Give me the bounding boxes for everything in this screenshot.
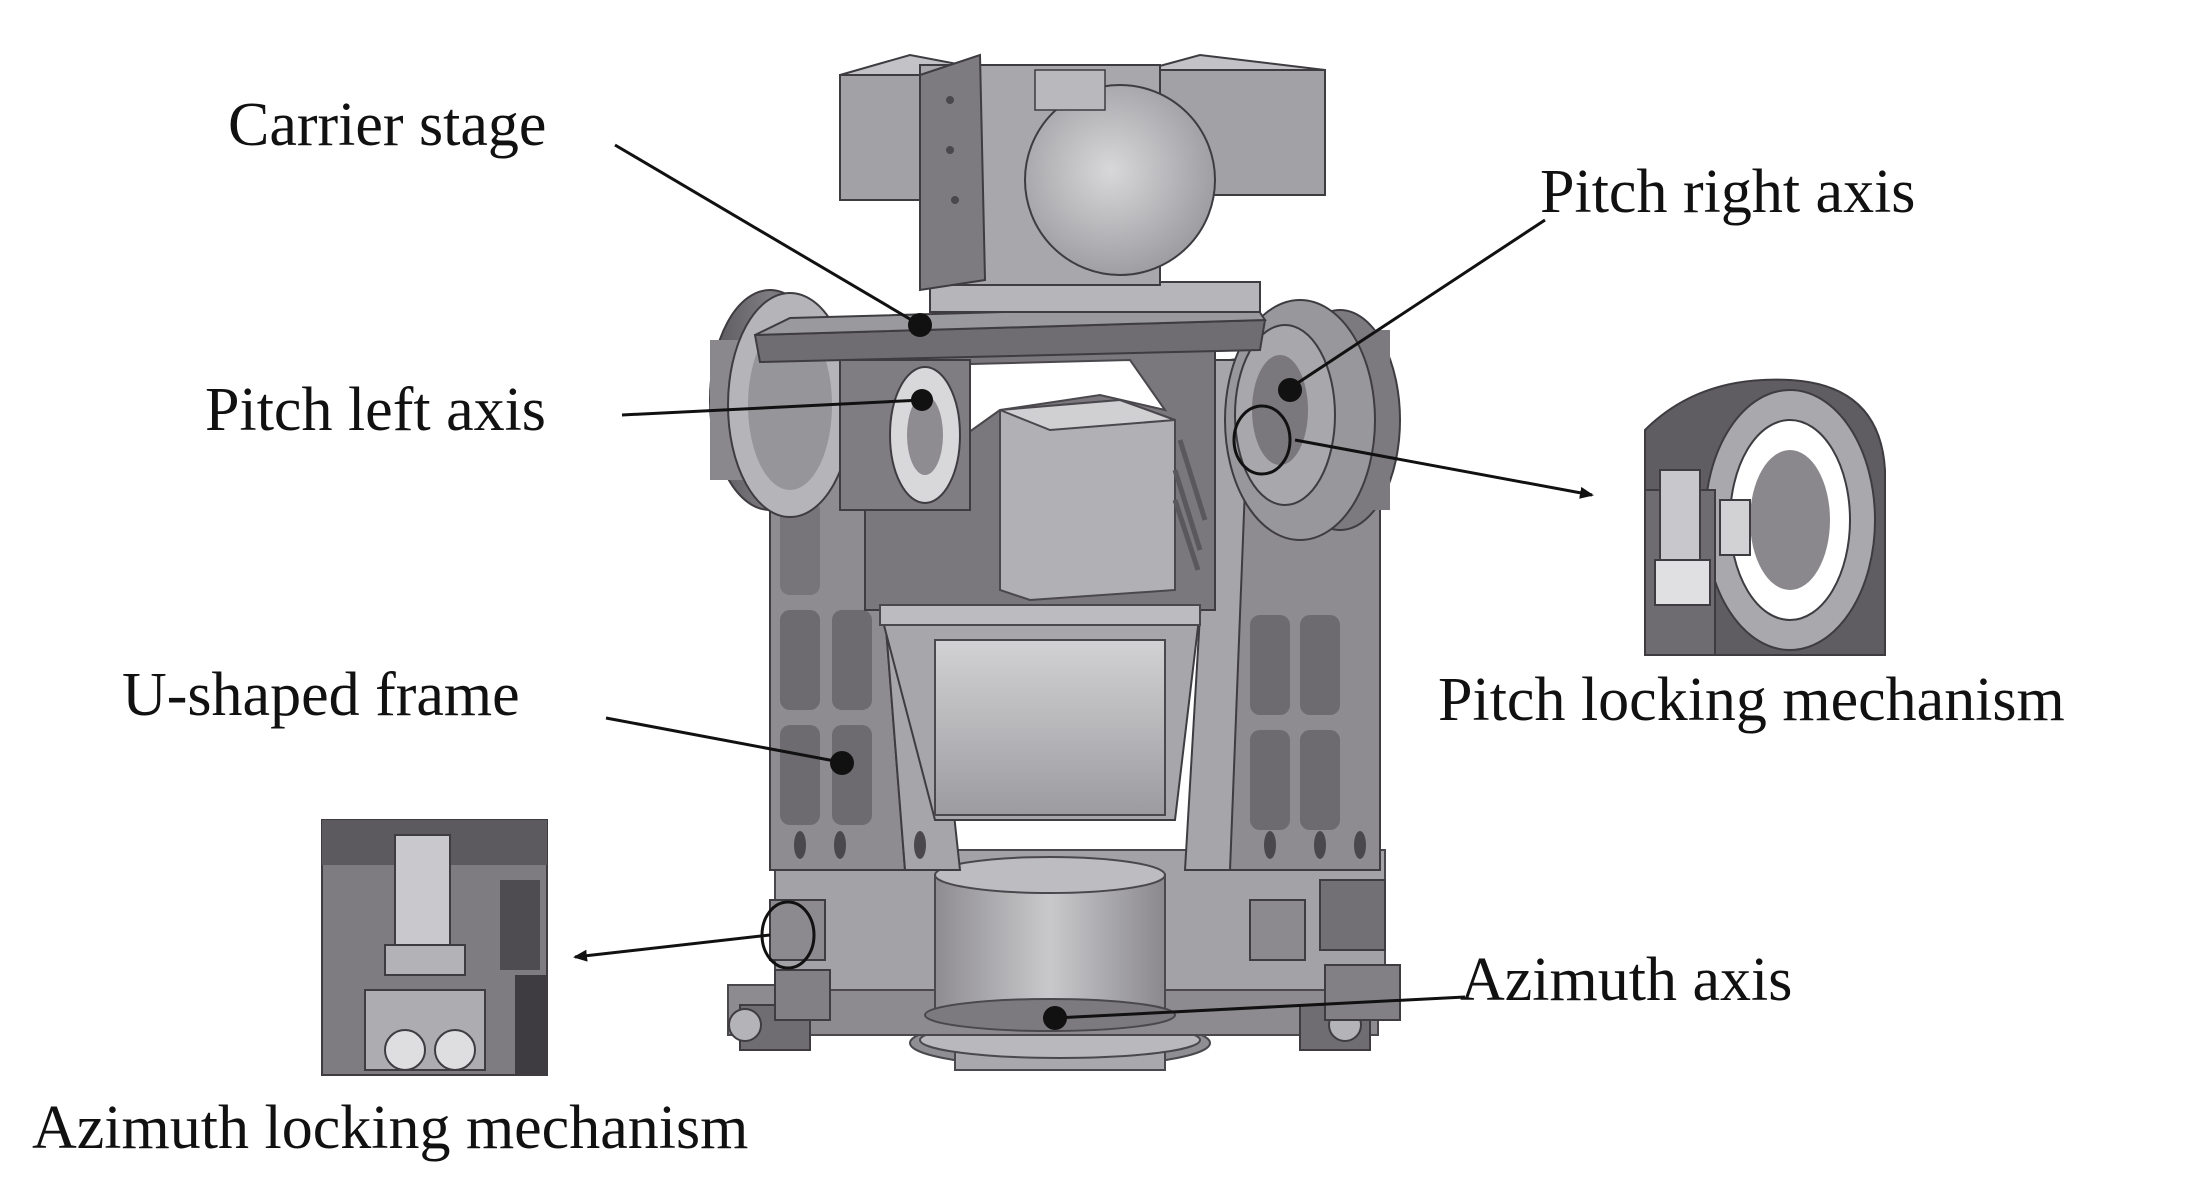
leader-pitch-right-axis xyxy=(1289,218,1546,390)
label-pitch-right-axis: Pitch right axis xyxy=(1540,158,1915,226)
label-pitch-left-axis: Pitch left axis xyxy=(205,376,546,444)
dot-u-shaped-frame xyxy=(830,751,854,775)
dot-azimuth-axis xyxy=(1043,1006,1067,1030)
leader-pitch-left-axis xyxy=(621,398,923,417)
leader-u-shaped-frame xyxy=(605,716,841,764)
turntable-assembly xyxy=(709,53,1401,1071)
azimuth-base xyxy=(727,849,1401,1071)
label-u-shaped-frame: U-shaped frame xyxy=(122,661,520,729)
label-pitch-locking-mechanism: Pitch locking mechanism xyxy=(1438,666,2065,734)
arrow-pitch-locking xyxy=(1294,438,1594,499)
callout-markers xyxy=(760,313,1302,1030)
leader-lines xyxy=(573,143,1594,1020)
leader-carrier-stage xyxy=(614,143,921,327)
circle-azimuth-lock xyxy=(760,900,816,970)
carrier-stage-plate xyxy=(753,281,1267,364)
circle-pitch-lock xyxy=(1232,404,1292,476)
pitch-locking-inset xyxy=(1644,375,1886,656)
dot-pitch-left-axis xyxy=(911,389,933,411)
label-azimuth-axis: Azimuth axis xyxy=(1460,946,1792,1014)
top-payload xyxy=(839,53,1326,292)
azimuth-locking-inset xyxy=(321,819,548,1076)
diagram-labels: Carrier stage Pitch right axis Pitch lef… xyxy=(32,91,2065,1162)
arrow-azimuth-locking xyxy=(573,933,771,962)
dot-carrier-stage xyxy=(908,313,932,337)
dot-pitch-right-axis xyxy=(1278,378,1302,402)
label-azimuth-locking-mechanism: Azimuth locking mechanism xyxy=(32,1094,748,1162)
leader-azimuth-axis xyxy=(1054,995,1466,1020)
label-carrier-stage: Carrier stage xyxy=(228,91,546,159)
